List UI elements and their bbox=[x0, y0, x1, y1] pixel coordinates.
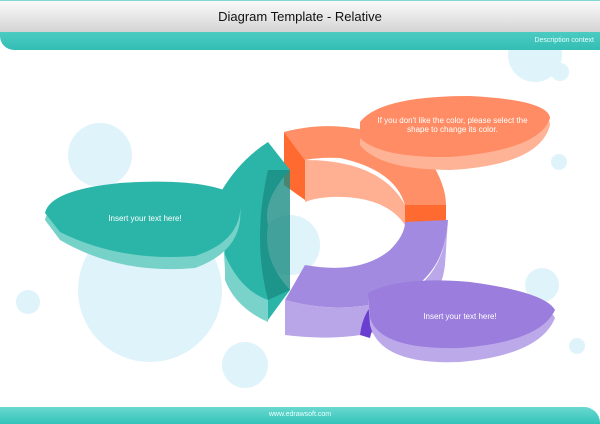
header-bar: Diagram Template - Relative bbox=[0, 0, 600, 32]
callout-purple[interactable] bbox=[368, 280, 555, 363]
description-text: Description context bbox=[534, 37, 594, 44]
teal-segment[interactable] bbox=[222, 142, 290, 322]
bubble bbox=[16, 290, 40, 314]
callout-purple-text[interactable]: Insert your text here! bbox=[423, 312, 497, 321]
bubble bbox=[68, 123, 132, 187]
callout-teal-text[interactable]: Insert your text here! bbox=[108, 214, 182, 223]
footer-url[interactable]: www.edrawsoft.com bbox=[268, 411, 332, 418]
callout-orange-text[interactable]: If you don't like the color, please sele… bbox=[377, 116, 528, 134]
description-strip: Description context bbox=[0, 32, 600, 50]
bubble bbox=[525, 268, 559, 302]
bubble bbox=[569, 338, 585, 354]
callout-orange[interactable] bbox=[360, 96, 550, 170]
footer-bar: www.edrawsoft.com bbox=[0, 407, 600, 424]
callout-teal[interactable] bbox=[45, 181, 241, 270]
page-title: Diagram Template - Relative bbox=[218, 9, 382, 24]
bubble bbox=[551, 63, 569, 81]
bubble bbox=[551, 154, 567, 170]
bubble bbox=[222, 342, 268, 388]
